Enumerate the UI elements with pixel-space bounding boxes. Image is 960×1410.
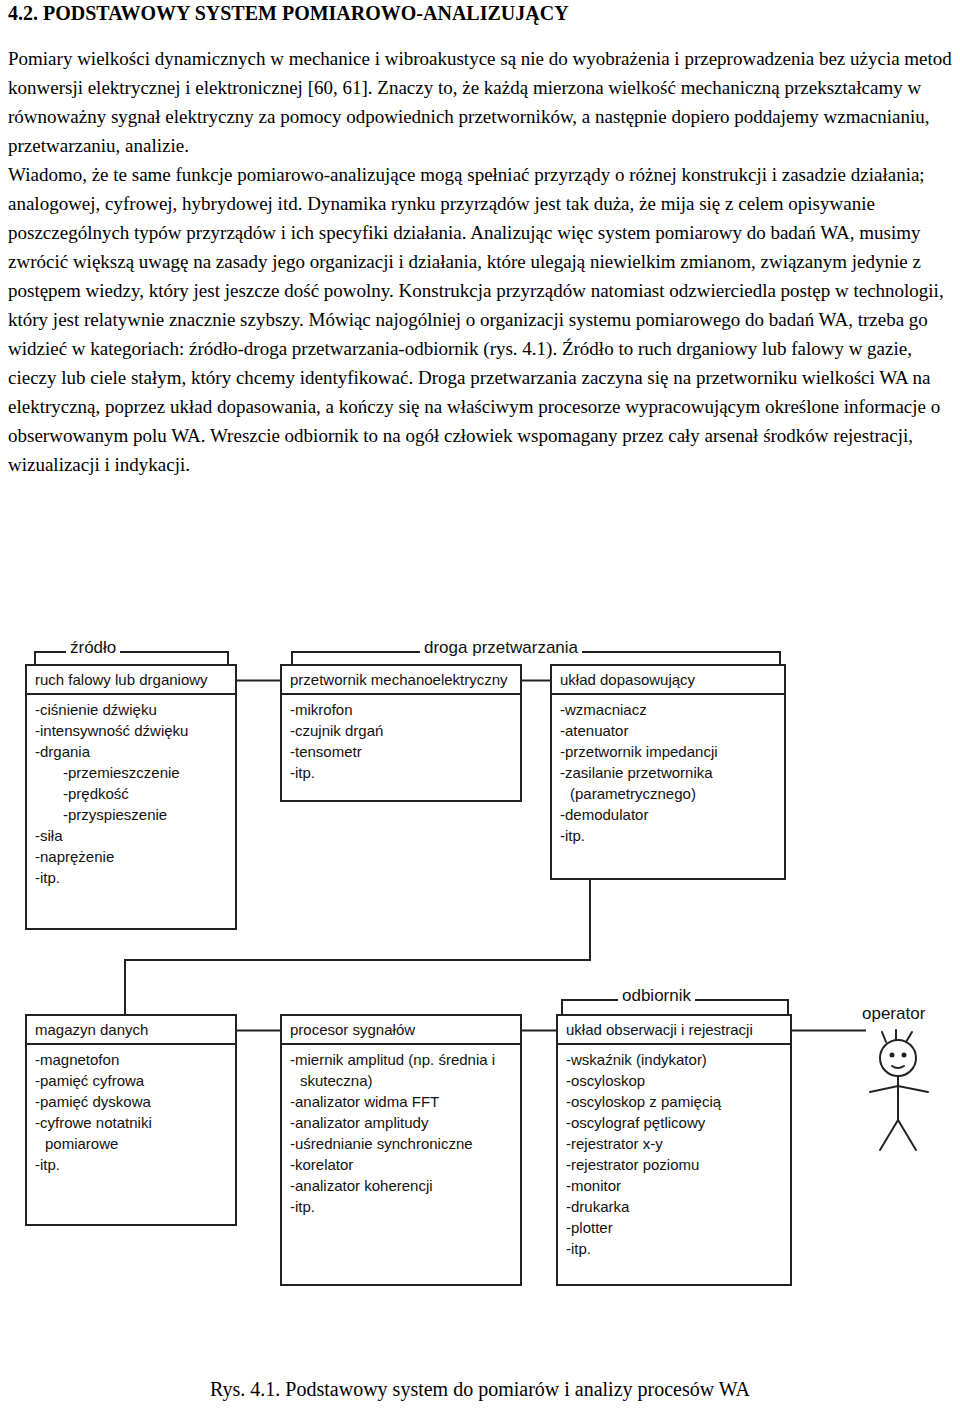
list-item: -analizator amplitudy <box>282 1112 520 1133</box>
list-item: -przyspieszenie <box>27 804 235 825</box>
operator-link <box>792 1030 866 1032</box>
operator-arms <box>870 1086 928 1092</box>
list-item: -pamięć dyskowa <box>27 1091 235 1112</box>
list-item: -oscyloskop z pamięcią <box>558 1091 790 1112</box>
list-item: -demodulator <box>552 804 784 825</box>
list-item: -wzmacniacz <box>552 699 784 720</box>
list-item: -miernik amplitud (np. średnia i skutecz… <box>282 1049 520 1091</box>
operator-mouth <box>892 1066 904 1068</box>
list-box: procesor sygnałów -miernik amplitud (np. … <box>280 1014 522 1286</box>
operator-eye <box>891 1054 894 1057</box>
group-label: operator <box>858 1004 929 1024</box>
list-item: -rejestrator x-y <box>558 1133 790 1154</box>
connector-line <box>237 680 280 682</box>
paragraph: Wiadomo, że te same funkcje pomiarowo-an… <box>8 160 952 479</box>
operator-head <box>880 1040 916 1076</box>
list-item: -magnetofon <box>27 1049 235 1070</box>
list-item: -atenuator <box>552 720 784 741</box>
list-item: -czujnik drgań <box>282 720 520 741</box>
list-item: -itp. <box>552 825 784 846</box>
list-box: ruch falowy lub drganiowy -ciśnienie dźwi… <box>25 664 237 930</box>
list-item: -naprężenie <box>27 846 235 867</box>
box-heading: procesor sygnałów <box>282 1016 520 1045</box>
source-bracket <box>35 652 228 664</box>
list-item: -analizator widma FFT <box>282 1091 520 1112</box>
list-item: -uśrednianie synchroniczne <box>282 1133 520 1154</box>
box-heading: przetwornik mechanoelektryczny <box>282 666 520 695</box>
connector-line <box>237 1030 280 1032</box>
list-box: układ dopasowujący-wzmacniacz-atenuator-… <box>550 664 786 880</box>
list-item: -drgania <box>27 741 235 762</box>
list-item: -itp. <box>27 1154 235 1175</box>
list-item: -itp. <box>27 867 235 888</box>
list-item: -przetwornik impedancji <box>552 741 784 762</box>
list-item: -intensywność dźwięku <box>27 720 235 741</box>
group-label: droga przetwarzania <box>420 638 582 658</box>
list-item: -pamięć cyfrowa <box>27 1070 235 1091</box>
box-heading: magazyn danych <box>27 1016 235 1045</box>
operator-body <box>897 1076 899 1120</box>
box-heading: układ dopasowujący <box>552 666 784 695</box>
list-item: -wskaźnik (indykator) <box>558 1049 790 1070</box>
list-item: -przemieszczenie <box>27 762 235 783</box>
operator-eye <box>903 1054 906 1057</box>
connector-line <box>522 1030 556 1032</box>
list-item: -monitor <box>558 1175 790 1196</box>
list-item: -oscyloskop <box>558 1070 790 1091</box>
list-item: -oscylograf pętlicowy <box>558 1112 790 1133</box>
paragraph: Pomiary wielkości dynamicznych w mechani… <box>8 44 952 160</box>
list-item: -analizator koherencji <box>282 1175 520 1196</box>
list-item: -tensometr <box>282 741 520 762</box>
list-item: -mikrofon <box>282 699 520 720</box>
body-text: Pomiary wielkości dynamicznych w mechani… <box>8 44 952 479</box>
operator-legs <box>880 1120 916 1150</box>
list-box: przetwornik mechanoelektryczny-mikrofon-… <box>280 664 522 802</box>
list-item: -ciśnienie dźwięku <box>27 699 235 720</box>
list-item: -prędkość <box>27 783 235 804</box>
list-item: -cyfrowe notatniki pomiarowe <box>27 1112 235 1154</box>
operator-figure <box>870 1030 928 1150</box>
box-heading: układ obserwacji i rejestracji <box>558 1016 790 1045</box>
operator-hair <box>882 1030 912 1042</box>
figure-caption: Rys. 4.1. Podstawowy system do pomiarów … <box>0 1378 960 1401</box>
list-item: -zasilanie przetwornika (parametrycznego… <box>552 762 784 804</box>
list-item: -korelator <box>282 1154 520 1175</box>
connector-line <box>522 680 550 682</box>
list-item: -itp. <box>282 1196 520 1217</box>
list-item: -siła <box>27 825 235 846</box>
list-box: układ obserwacji i rejestracji -wskaźnik … <box>556 1014 792 1286</box>
group-label: źródło <box>66 638 120 658</box>
list-item: -plotter <box>558 1217 790 1238</box>
list-item: -itp. <box>558 1238 790 1259</box>
section-title: 4.2. PODSTAWOWY SYSTEM POMIAROWO-ANALIZU… <box>8 2 569 25</box>
list-item: -rejestrator poziomu <box>558 1154 790 1175</box>
group-label: odbiornik <box>618 986 695 1006</box>
box-heading: ruch falowy lub drganiowy <box>27 666 235 695</box>
list-item: -drukarka <box>558 1196 790 1217</box>
list-item: -itp. <box>282 762 520 783</box>
list-box: magazyn danych -magnetofon-pamięć cyfrowa… <box>25 1014 237 1226</box>
